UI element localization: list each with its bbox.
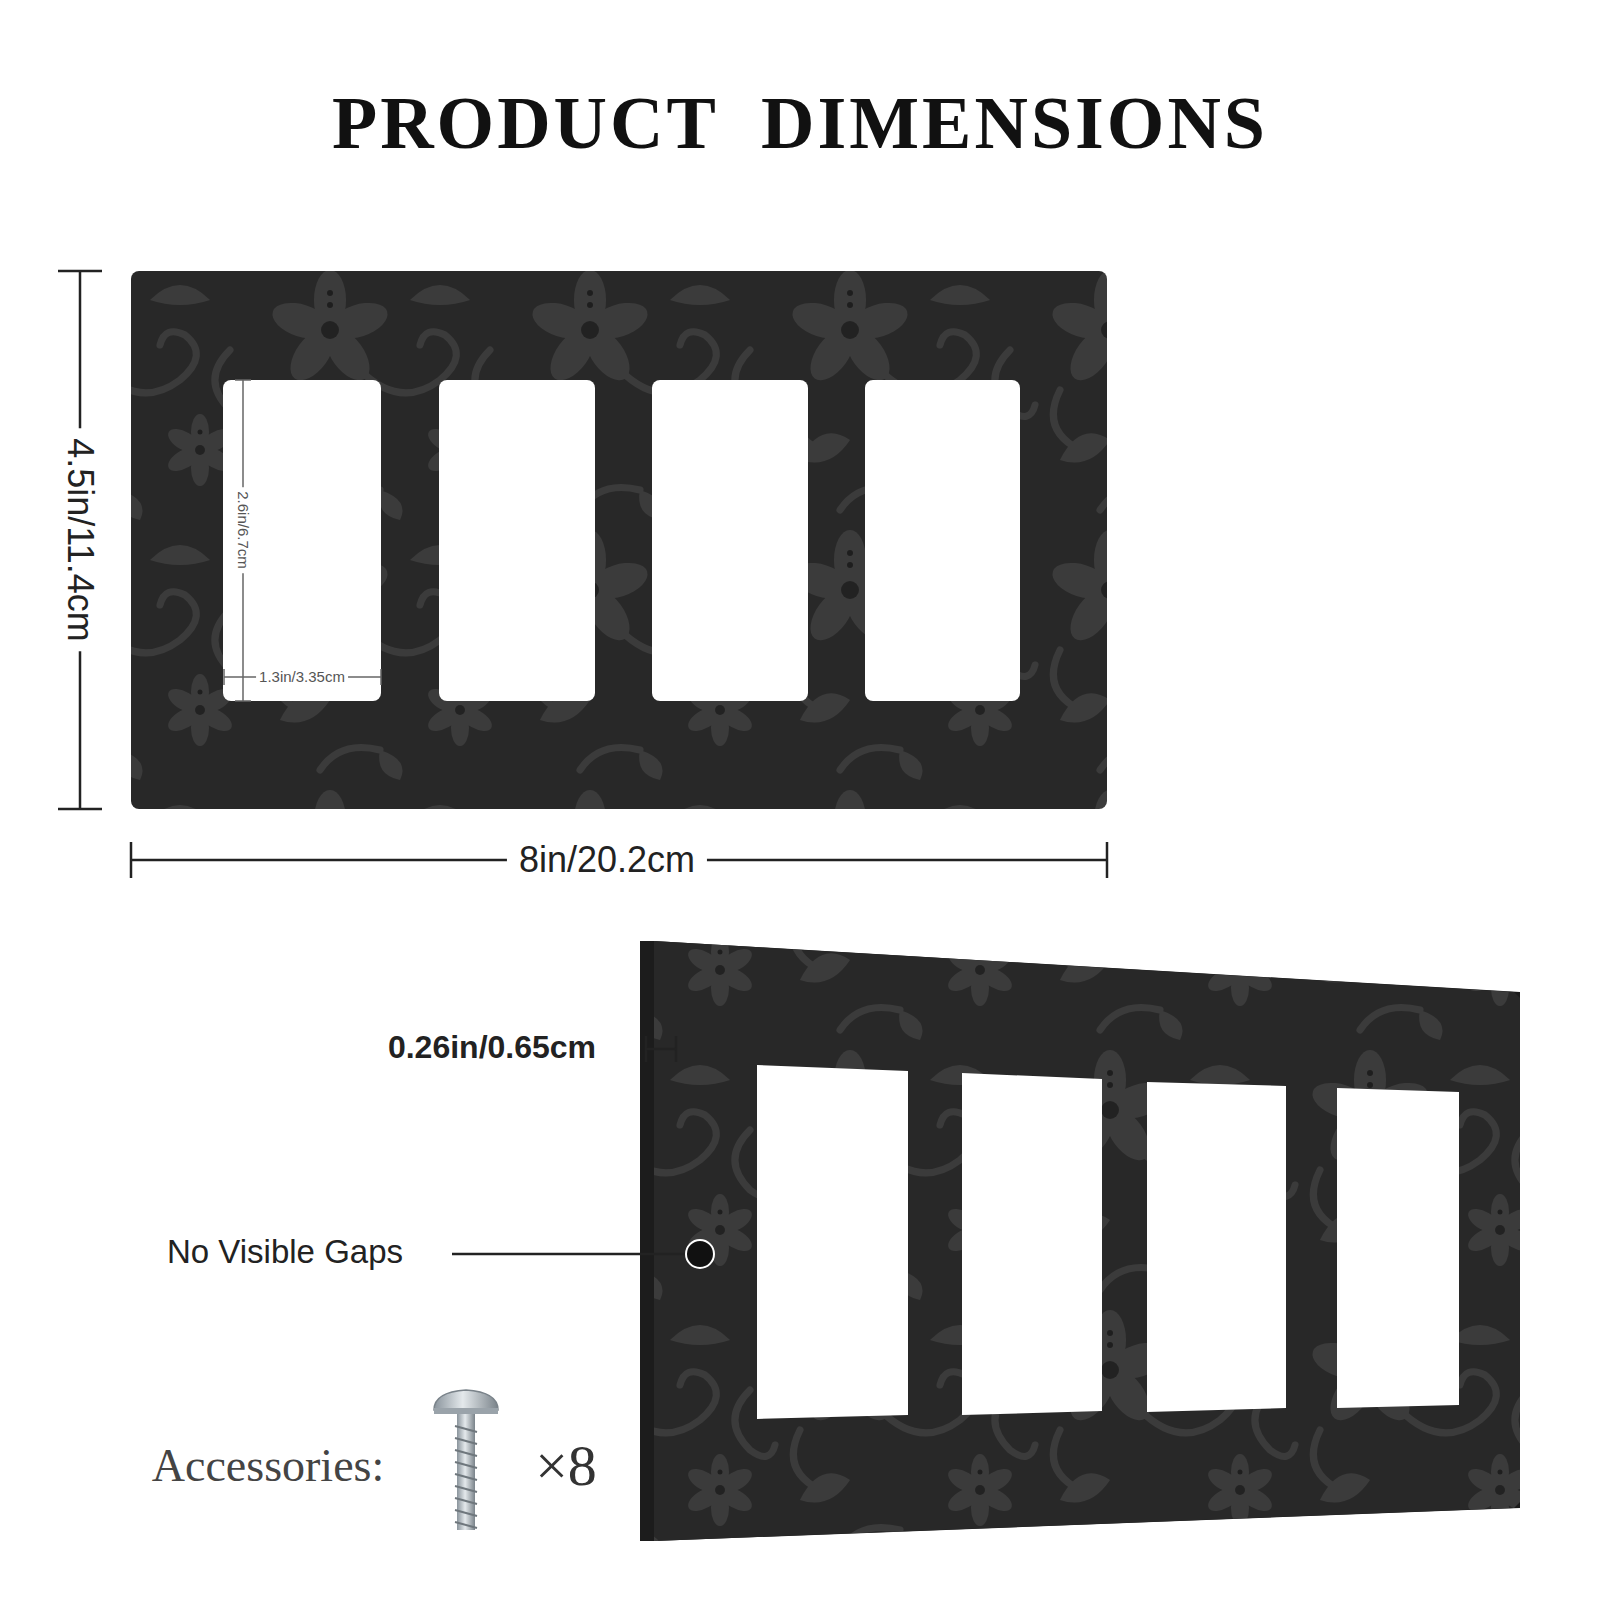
accessories-label: Accessories:: [152, 1441, 384, 1492]
thickness-dimension: 0.26in/0.65cm: [388, 1030, 596, 1065]
page-title: PRODUCT DIMENSIONS: [332, 83, 1268, 164]
feature-note: No Visible Gaps: [167, 1234, 403, 1270]
opening-width-dimension: 1.3in/3.35cm: [256, 669, 348, 686]
screw-count: ×8: [535, 1434, 597, 1498]
opening-height-dimension: 2.6in/6.7cm: [235, 487, 252, 573]
height-dimension: 4.5in/11.4cm: [60, 428, 100, 651]
width-dimension: 8in/20.2cm: [507, 840, 707, 880]
